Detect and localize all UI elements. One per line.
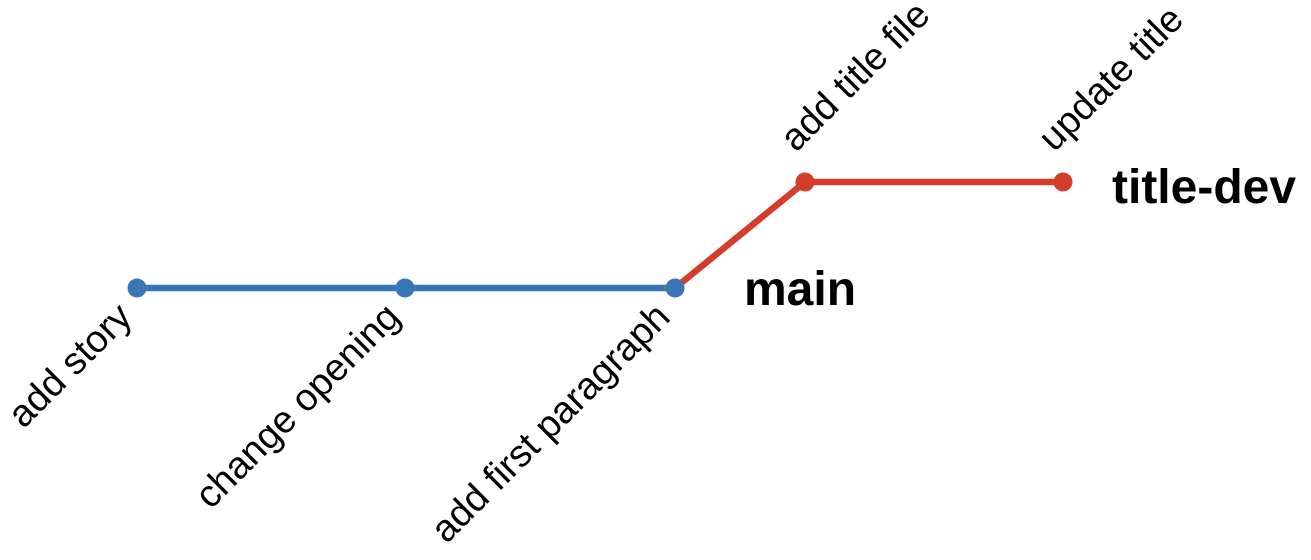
commit-label-update-title: update title xyxy=(1031,0,1192,159)
branch-label-title-dev: title-dev xyxy=(1112,161,1296,214)
commit-dot-add-story xyxy=(127,278,147,298)
branch-label-main: main xyxy=(744,263,856,316)
commit-label-add-title-file: add title file xyxy=(773,0,939,159)
commit-dot-add-title-file xyxy=(795,172,815,192)
title-dev-branch-line xyxy=(672,178,1063,291)
commit-dot-change-opening xyxy=(395,278,415,298)
commit-label-add-first-paragraph: add first paragraph xyxy=(423,296,678,551)
commit-label-change-opening: change opening xyxy=(187,296,408,517)
commit-label-add-story: add story xyxy=(0,296,140,436)
commit-dot-add-first-paragraph xyxy=(665,278,685,298)
commit-dot-update-title xyxy=(1053,172,1073,192)
